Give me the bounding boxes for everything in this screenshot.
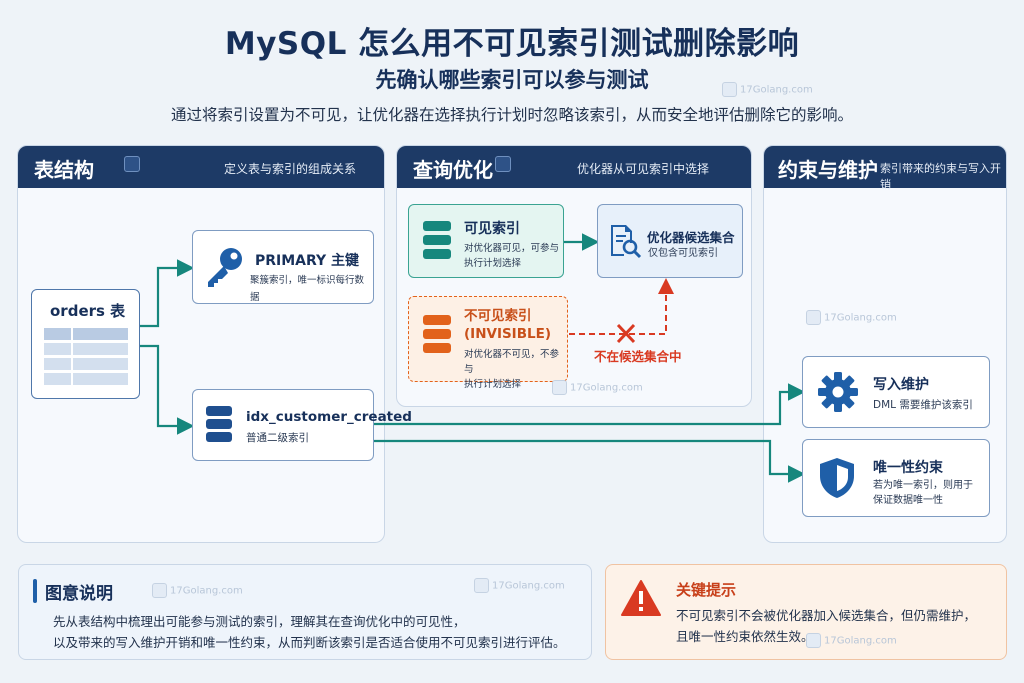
page-subtitle: 先确认哪些索引可以参与测试	[375, 68, 649, 92]
panel-title: 约束与维护	[778, 158, 878, 182]
invisible-index-card: 不可见索引 (INVISIBLE) 对优化器不可见，不参与 执行计划选择	[408, 296, 568, 390]
search-document-icon	[611, 225, 642, 259]
invisible-title: 不可见索引 (INVISIBLE)	[464, 308, 551, 342]
primary-text: 聚簇索引，唯一标识每行数据	[250, 275, 365, 303]
write-maintenance-card: 写入维护 DML 需要维护该索引	[802, 356, 990, 428]
badge-icon	[124, 156, 140, 172]
legend-box: 图意说明 先从表结构中梳理出可能参与测试的索引，理解其在查询优化中的可见性， 以…	[18, 564, 592, 660]
tip-title: 关键提示	[676, 581, 737, 599]
watermark: 17Golang.com	[474, 578, 565, 593]
unique-constraint-card: 唯一性约束 若为唯一索引，则用于 保证数据唯一性	[802, 439, 990, 517]
gear-icon	[818, 372, 858, 412]
idx-customer-created-card: idx_customer_created 普通二级索引	[192, 389, 412, 461]
database-stack-icon	[423, 221, 451, 259]
panel-subtitle: 索引带来的约束与写入开销	[880, 162, 1001, 191]
candidate-title: 优化器候选集合	[647, 230, 735, 245]
warning-icon	[621, 580, 661, 616]
primary-title: PRIMARY 主键	[255, 253, 360, 269]
idx-to-unique-line	[374, 439, 806, 483]
idx-to-write-line	[374, 383, 806, 426]
page-title: MySQL 怎么用不可见索引测试删除影响	[224, 26, 800, 62]
orders-to-primary-line	[140, 259, 195, 328]
idx-text: 普通二级索引	[246, 432, 309, 444]
orders-label: orders 表	[50, 302, 126, 320]
unique-text: 若为唯一索引，则用于 保证数据唯一性	[873, 480, 973, 506]
table-grid-icon	[44, 328, 128, 385]
legend-text: 先从表结构中梳理出可能参与测试的索引，理解其在查询优化中的可见性， 以及带来的写…	[53, 614, 566, 650]
idx-title: idx_customer_created	[246, 409, 412, 425]
page-description: 通过将索引设置为不可见，让优化器在选择执行计划时忽略该索引，从而安全地评估删除它…	[170, 106, 853, 124]
optimizer-candidate-card: 优化器候选集合 仅包含可见索引	[597, 204, 743, 278]
watermark: 17Golang.com	[806, 310, 897, 325]
panel-title: 查询优化	[413, 158, 493, 182]
panel-header: 查询优化 优化器从可见索引中选择	[397, 146, 751, 188]
table-structure-panel: 表结构 定义表与索引的组成关系	[17, 145, 385, 543]
tip-text: 不可见索引不会被优化器加入候选集合，但仍需维护， 且唯一性约束依然生效。	[676, 608, 977, 644]
panel-subtitle: 定义表与索引的组成关系	[224, 162, 357, 176]
not-in-candidate-label: 不在候选集合中	[594, 349, 682, 364]
invisible-text: 对优化器不可见，不参与 执行计划选择	[464, 349, 560, 390]
watermark: 17Golang.com	[552, 380, 643, 395]
write-text: DML 需要维护该索引	[873, 399, 973, 411]
panel-title: 表结构	[34, 158, 94, 182]
candidate-text: 仅包含可见索引	[648, 248, 718, 259]
write-title: 写入维护	[873, 377, 929, 393]
primary-key-card: PRIMARY 主键 聚簇索引，唯一标识每行数据	[192, 230, 374, 304]
watermark: 17Golang.com	[152, 583, 243, 598]
panel-header: 表结构 定义表与索引的组成关系	[18, 146, 384, 188]
unique-title: 唯一性约束	[873, 460, 943, 476]
shield-icon	[820, 458, 854, 498]
database-stack-icon	[423, 315, 451, 353]
legend-accent-bar	[33, 579, 37, 603]
panel-header: 约束与维护 索引带来的约束与写入开销	[764, 146, 1006, 191]
key-icon	[208, 248, 242, 287]
watermark: 17Golang.com	[722, 82, 813, 97]
visible-index-card: 可见索引 对优化器可见，可参与 执行计划选择	[408, 204, 564, 278]
orders-table-card: orders 表	[31, 289, 140, 399]
visible-text: 对优化器可见，可参与 执行计划选择	[464, 243, 560, 269]
badge-icon	[495, 156, 511, 172]
orders-to-idx-line	[140, 344, 195, 435]
blocked-x-icon	[616, 323, 636, 344]
legend-title: 图意说明	[45, 584, 113, 604]
watermark: 17Golang.com	[806, 633, 897, 648]
database-stack-icon	[206, 406, 232, 442]
panel-subtitle: 优化器从可见索引中选择	[577, 162, 710, 176]
visible-title: 可见索引	[464, 221, 520, 237]
invisible-blocked-line	[569, 278, 674, 335]
